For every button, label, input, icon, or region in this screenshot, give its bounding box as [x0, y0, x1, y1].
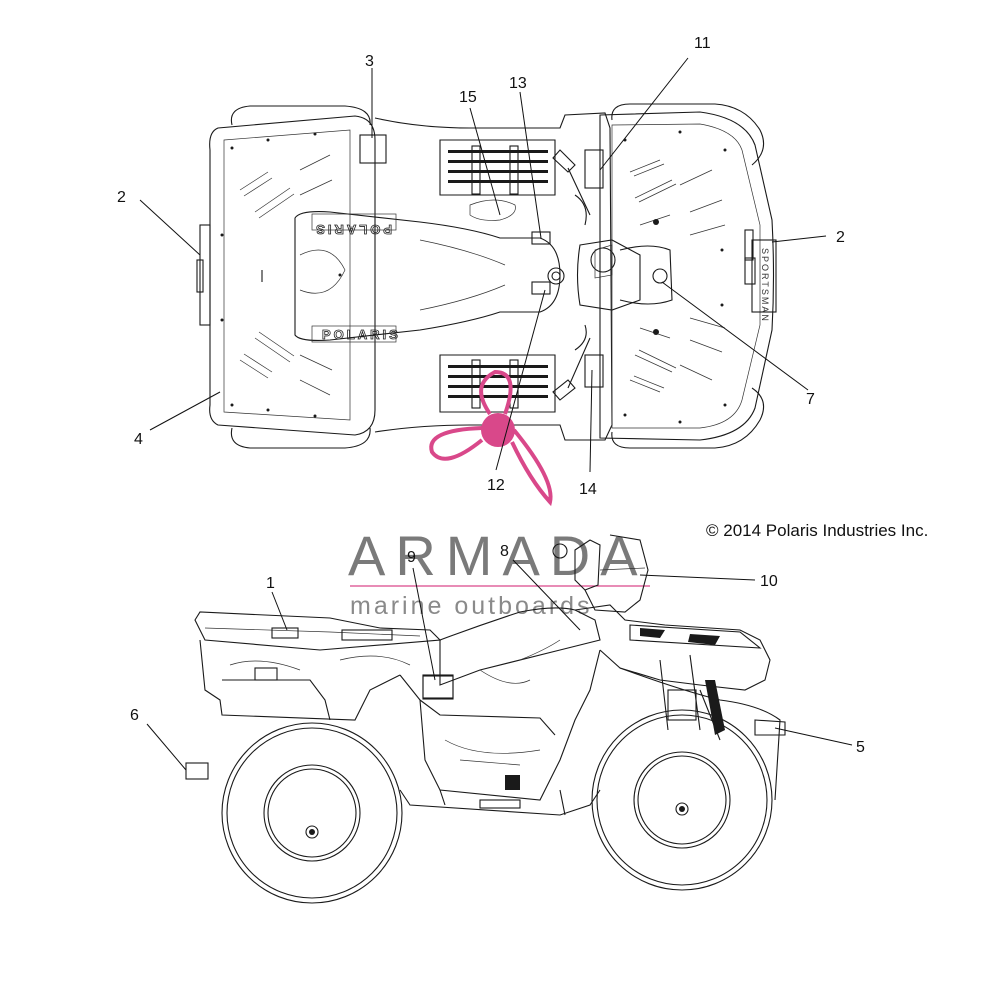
callout-7: 7 — [806, 391, 815, 408]
propeller-logo — [429, 369, 553, 507]
callout-13: 13 — [509, 75, 527, 92]
callout-3: 3 — [365, 53, 374, 70]
callout-9: 9 — [407, 549, 416, 566]
callout-14: 14 — [579, 481, 597, 498]
top-view-atv: POLARIS POLARIS — [196, 103, 777, 449]
polaris-decal-lower: POLARIS — [322, 327, 401, 342]
watermark-brand: ARMADA — [348, 524, 648, 587]
callout-4: 4 — [134, 431, 143, 448]
callout-15: 15 — [459, 89, 477, 106]
copyright-notice: © 2014 Polaris Industries Inc. — [706, 521, 928, 540]
callout-10: 10 — [760, 573, 778, 590]
watermark-tagline: marine outboards — [350, 592, 593, 620]
callout-2-right: 2 — [836, 229, 845, 246]
armada-watermark: ARMADA marine outboards — [348, 369, 650, 620]
callout-11: 11 — [694, 35, 711, 52]
callout-12: 12 — [487, 477, 505, 494]
callout-1: 1 — [266, 575, 275, 592]
svg-text:SPORTSMAN: SPORTSMAN — [760, 248, 770, 323]
polaris-decal-upper: POLARIS — [313, 222, 392, 237]
callout-labels: 3 2 2 4 15 13 11 7 12 14 1 9 8 10 5 6 — [117, 35, 865, 756]
callout-2-left: 2 — [117, 189, 126, 206]
side-view-atv — [185, 534, 786, 904]
callout-5: 5 — [856, 739, 865, 756]
callout-6: 6 — [130, 707, 139, 724]
callout-8: 8 — [500, 543, 509, 560]
leader-lines — [139, 57, 853, 771]
